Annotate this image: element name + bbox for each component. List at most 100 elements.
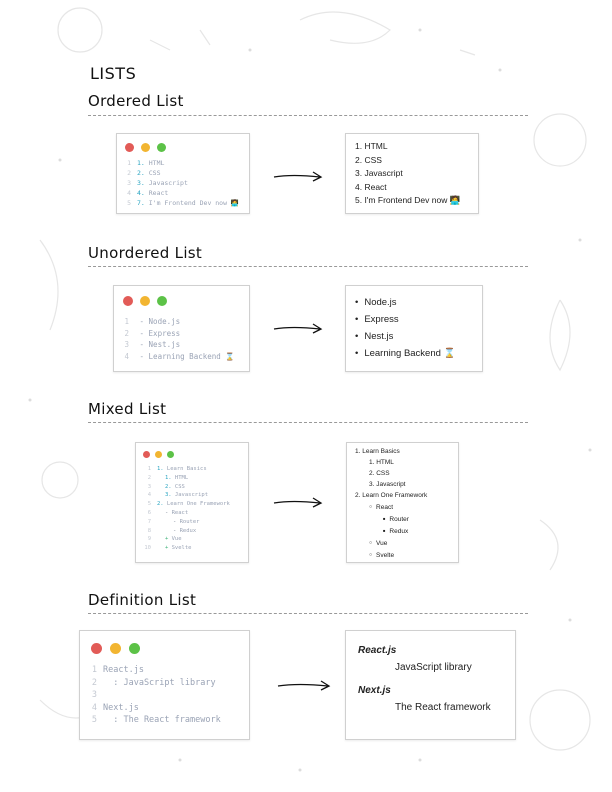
line-number: 10: [144, 545, 151, 552]
line-number: 2: [127, 169, 131, 177]
list-item: 1. Learn Basics: [355, 447, 450, 458]
list-marker: 1.: [165, 474, 172, 481]
line-number: 5: [91, 715, 97, 725]
code-line: 9+ Vue: [143, 535, 241, 544]
list-item: ■Router: [355, 514, 450, 526]
bullet-icon: •: [355, 331, 359, 342]
page-title: LISTS: [90, 64, 137, 83]
list-item: 1. HTML: [355, 141, 388, 151]
list-marker: -: [173, 518, 177, 525]
list-item-label: Node.js: [364, 297, 397, 308]
code-text: React: [144, 189, 169, 197]
window-dots: [143, 451, 241, 458]
line-number: 5: [127, 199, 131, 207]
line-number: 3: [124, 340, 129, 349]
code-text: HTML: [144, 159, 165, 167]
arrow-icon: [273, 171, 323, 182]
list-item-label: Learning Backend ⌛: [364, 348, 456, 359]
section-title-mixed: Mixed List: [88, 400, 167, 418]
list-marker: +: [165, 536, 169, 543]
list-item-label: Express: [364, 314, 399, 325]
line-number: 1: [127, 159, 131, 167]
list-marker: -: [173, 527, 177, 534]
circle-bullet-icon: ○: [369, 539, 373, 546]
circle-bullet-icon: ○: [369, 551, 373, 558]
line-number: 2: [91, 677, 97, 688]
list-item: ○Svelte: [355, 550, 450, 562]
list-item: 2. CSS: [355, 469, 450, 480]
list-item: ■Redux: [355, 526, 450, 538]
code-line: 3 2. CSS: [143, 483, 241, 492]
list-marker: 4.: [137, 189, 145, 197]
list-marker: 3.: [137, 179, 145, 187]
list-item-label: Redux: [389, 527, 409, 535]
close-dot-icon: [143, 451, 150, 458]
definition-term: Next.js: [358, 685, 391, 696]
minimize-dot-icon: [110, 643, 121, 654]
list-marker: 7.: [137, 199, 145, 207]
code-text: React: [168, 509, 189, 516]
code-line: 3: [91, 689, 238, 702]
code-line: 4 - Learning Backend ⌛: [123, 351, 240, 363]
divider: [88, 266, 528, 267]
list-marker: -: [165, 509, 169, 516]
arrow-icon: [273, 497, 323, 508]
code-text: Router: [176, 518, 200, 525]
bullet-icon: •: [355, 297, 359, 308]
list-item: •Express: [355, 311, 473, 328]
list-marker: 2.: [137, 169, 145, 177]
line-number: 7: [147, 518, 151, 525]
code-line: 5 2. Learn One Framework: [143, 500, 241, 509]
window-dots: [91, 643, 238, 654]
list-item: 2. CSS: [355, 154, 382, 165]
arrow-icon: [277, 680, 331, 691]
list-marker: 2.: [157, 501, 164, 508]
line-number: 4: [147, 492, 151, 499]
line-number: 3: [91, 690, 97, 700]
list-marker: 1.: [157, 466, 164, 472]
bullet-icon: •: [355, 348, 359, 359]
list-item: •Nest.js: [355, 328, 473, 345]
maximize-dot-icon: [129, 643, 140, 654]
line-number: 2: [147, 474, 151, 481]
line-number: 5: [147, 501, 151, 508]
window-dots: [125, 143, 241, 152]
code-text: HTML: [171, 474, 189, 481]
code-line: 6 - React: [143, 509, 241, 518]
list-item: 2. Learn One Framework: [355, 491, 450, 502]
list-item-label: 2. CSS: [369, 469, 390, 477]
output-box-unordered: •Node.js•Express•Nest.js•Learning Backen…: [345, 285, 483, 372]
list-item-label: 2. Learn One Framework: [355, 491, 428, 499]
output-list-unordered: •Node.js•Express•Nest.js•Learning Backen…: [355, 294, 473, 362]
code-text: I'm Frontend Dev now 🧑‍💻: [144, 199, 240, 207]
divider: [88, 613, 528, 614]
code-line: 10+ Svelte: [143, 544, 241, 553]
code-text: Svelte: [168, 545, 192, 552]
line-number: 4: [124, 351, 129, 361]
code-line: 2 1. HTML: [143, 474, 241, 483]
code-text: Next.js: [103, 702, 139, 713]
maximize-dot-icon: [167, 451, 174, 458]
code-text: CSS: [171, 483, 185, 490]
code-text: Learn One Framework: [163, 501, 230, 508]
minimize-dot-icon: [140, 296, 150, 306]
maximize-dot-icon: [157, 143, 166, 152]
list-marker: 2.: [165, 483, 172, 490]
line-number: 3: [147, 483, 151, 490]
list-item: 3. Javascript: [355, 480, 450, 491]
line-number: 6: [147, 509, 151, 516]
code-text: : The React framework: [103, 715, 221, 725]
code-line: 8- Redux: [143, 527, 241, 536]
